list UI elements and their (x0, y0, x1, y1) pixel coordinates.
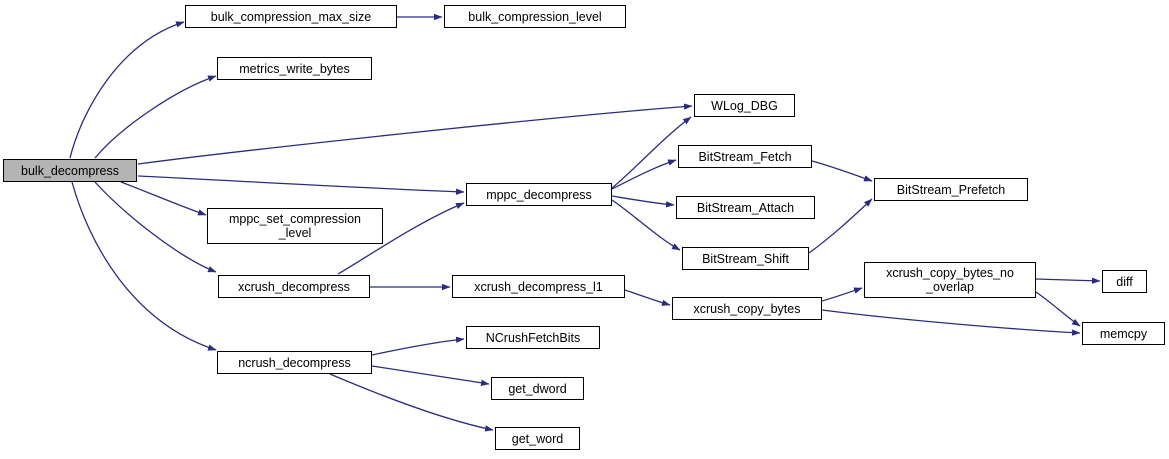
edge-xcrush_decompress_l1-to-xcrush_copy_bytes (624, 289, 671, 306)
graph-node-get_dword[interactable]: get_dword (491, 377, 584, 400)
graph-node-xcrush_decompress_l1[interactable]: xcrush_decompress_l1 (452, 275, 625, 298)
edge-ncrush_decompress-to-ncrushfetchbits (371, 336, 465, 356)
edge-xcrush_copy_bytes-to-xcrush_copy_bytes_no_overlap (821, 287, 863, 302)
edge-mppc_decompress-to-bitstream_fetch (611, 159, 677, 190)
graph-node-diff[interactable]: diff (1102, 270, 1147, 293)
graph-node-bitstream_prefetch[interactable]: BitStream_Prefetch (874, 178, 1028, 201)
graph-node-wlog_dbg[interactable]: WLog_DBG (694, 94, 795, 117)
edge-xcrush_copy_bytes_no_overlap-to-memcpy (1035, 291, 1081, 327)
graph-node-bitstream_attach[interactable]: BitStream_Attach (676, 196, 815, 219)
graph-node-bulk_compression_level[interactable]: bulk_compression_level (444, 5, 626, 28)
graph-node-bulk_compression_max_size[interactable]: bulk_compression_max_size (185, 5, 397, 28)
edge-bulk_decompress-to-metrics_write_bytes (94, 75, 217, 159)
edge-xcrush_copy_bytes_no_overlap-to-diff (1035, 277, 1101, 284)
edge-mppc_decompress-to-bitstream_shift (611, 199, 681, 251)
graph-node-bitstream_shift[interactable]: BitStream_Shift (682, 247, 809, 270)
edge-bulk_decompress-to-mppc_decompress (137, 175, 465, 195)
graph-node-bulk_decompress[interactable]: bulk_decompress (3, 159, 137, 182)
edge-ncrush_decompress-to-get_word (329, 373, 494, 432)
edge-bulk_decompress-to-xcrush_decompress (94, 181, 217, 273)
edge-bulk_decompress-to-mppc_set_compression_level (120, 181, 207, 216)
edge-xcrush_copy_bytes-to-memcpy (821, 309, 1081, 336)
graph-node-xcrush_decompress[interactable]: xcrush_decompress (218, 275, 370, 298)
edge-bulk_decompress-to-bulk_compression_max_size (69, 21, 185, 159)
graph-node-xcrush_copy_bytes[interactable]: xcrush_copy_bytes (672, 297, 822, 320)
graph-node-mppc_set_compression_level[interactable]: mppc_set_compression _level (207, 208, 383, 244)
graph-node-mppc_decompress[interactable]: mppc_decompress (466, 183, 612, 206)
edge-bitstream_shift-to-bitstream_prefetch (808, 198, 873, 254)
edge-mppc_decompress-to-bitstream_attach (611, 195, 675, 208)
graph-node-bitstream_fetch[interactable]: BitStream_Fetch (678, 145, 812, 168)
graph-node-metrics_write_bytes[interactable]: metrics_write_bytes (217, 57, 372, 80)
graph-node-ncrush_decompress[interactable]: ncrush_decompress (217, 351, 372, 374)
edge-bulk_decompress-to-ncrush_decompress (71, 181, 217, 351)
graph-node-memcpy[interactable]: memcpy (1082, 322, 1165, 345)
edge-bulk_decompress-to-wlog_dbg (137, 103, 693, 165)
graph-node-xcrush_copy_bytes_no_overlap[interactable]: xcrush_copy_bytes_no _overlap (864, 262, 1036, 298)
graph-node-ncrushfetchbits[interactable]: NCrushFetchBits (466, 326, 600, 349)
graph-node-get_word[interactable]: get_word (495, 427, 580, 450)
edge-ncrush_decompress-to-get_dword (371, 365, 490, 386)
edge-bitstream_fetch-to-bitstream_prefetch (811, 160, 873, 182)
